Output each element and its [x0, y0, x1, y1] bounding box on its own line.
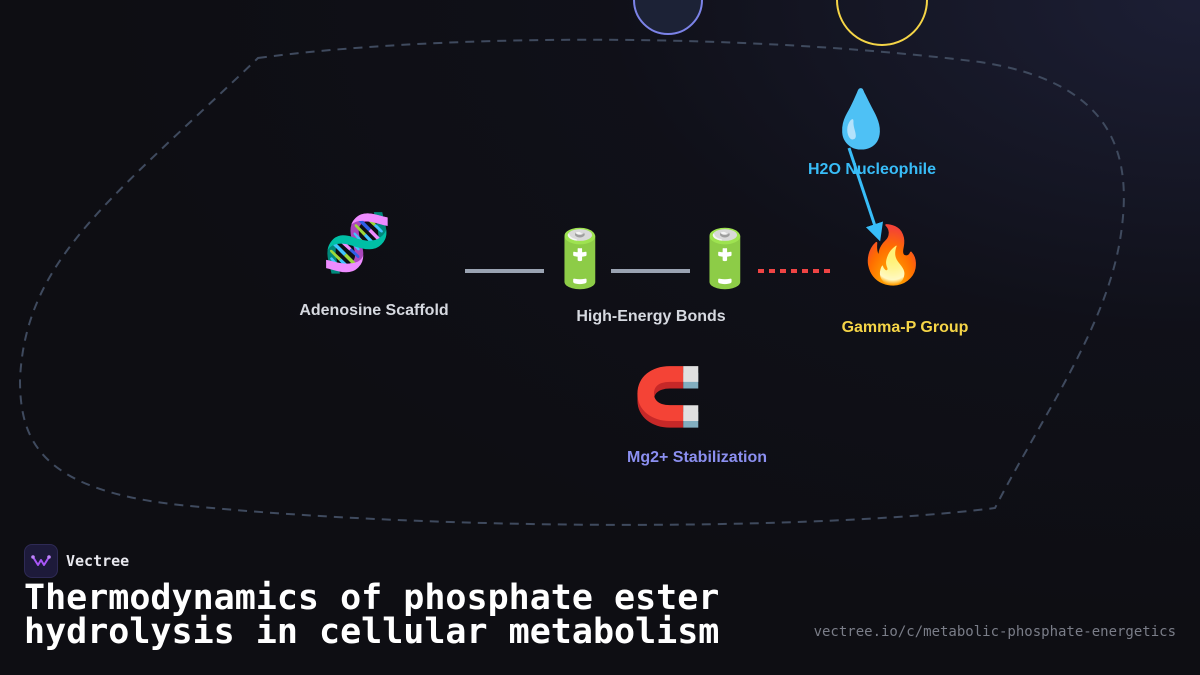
- source-url: vectree.io/c/metabolic-phosphate-energet…: [813, 624, 1176, 640]
- fire-icon: 🔥: [857, 223, 927, 288]
- dna-icon: 🧬: [322, 211, 392, 276]
- brand-name: Vectree: [66, 552, 130, 570]
- battery-icon: 🔋: [690, 227, 760, 292]
- nucleophilic-attack-arrow: [847, 147, 883, 242]
- magnet-icon: 🧲: [633, 365, 703, 430]
- vectree-logo-icon: [24, 544, 58, 578]
- droplet-icon: 💧: [826, 87, 896, 152]
- mg-label: Mg2+ Stabilization: [626, 449, 768, 466]
- water-label: H2O Nucleophile: [807, 161, 937, 178]
- top-circle-left: [633, 0, 703, 35]
- top-circle-right: [836, 0, 928, 46]
- gamma-label: Gamma-P Group: [841, 319, 969, 336]
- adenosine-label: Adenosine Scaffold: [299, 302, 449, 319]
- battery-icon: 🔋: [545, 227, 615, 292]
- cell-boundary: [18, 38, 1125, 526]
- bonds-label: High-Energy Bonds: [576, 308, 726, 325]
- page-title: Thermodynamics of phosphate ester hydrol…: [24, 578, 720, 652]
- brand: Vectree: [24, 544, 129, 578]
